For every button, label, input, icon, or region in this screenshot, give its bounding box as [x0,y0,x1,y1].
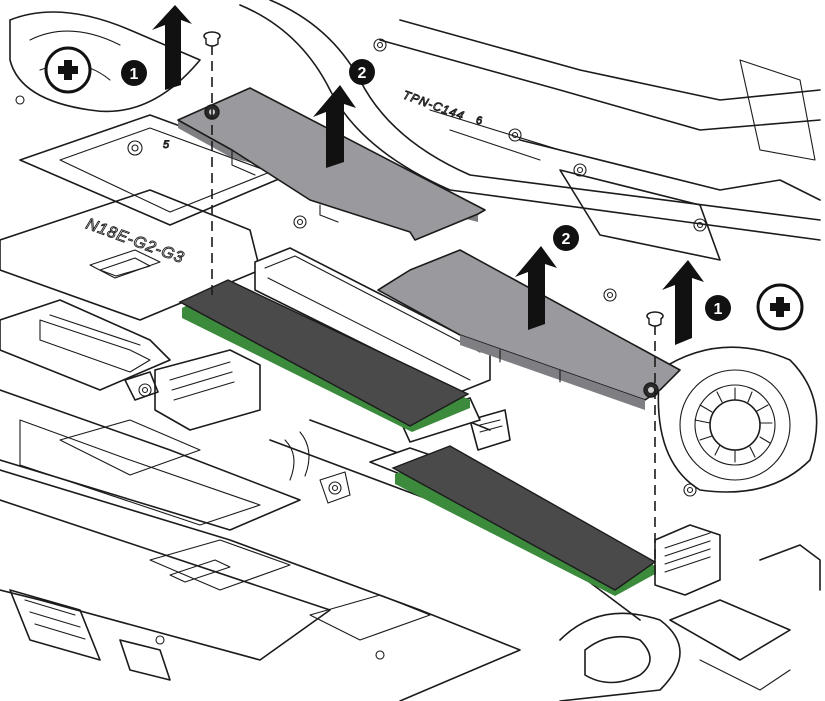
step-number: 1 [714,301,723,318]
board-label: N18E-G2-G3 [84,216,187,267]
step-callout-2-left: 2 [349,59,375,85]
step-callout-1-right: 1 [705,295,731,321]
arrow-up-icon [152,5,192,90]
right-screw[interactable] [646,311,664,575]
upper-m2-slot [254,247,491,393]
step-callout-1-left: 1 [121,60,147,86]
boss-label-5: 5 [163,139,170,151]
chassis-label: TPN-C144 [401,88,467,123]
phillips-screwdriver-icon [756,283,804,331]
left-screw[interactable] [203,31,221,296]
step-number: 1 [130,66,139,83]
phillips-screwdriver-icon [44,46,92,94]
step-callout-2-right: 2 [553,225,579,251]
arrow-up-icon [515,246,557,330]
boss-label-6: 6 [476,115,483,127]
arrow-up-icon [313,85,356,168]
step-number: 2 [358,65,367,82]
ssd-lower [391,445,657,596]
arrow-up-icon [662,260,704,345]
step-number: 2 [562,231,571,248]
